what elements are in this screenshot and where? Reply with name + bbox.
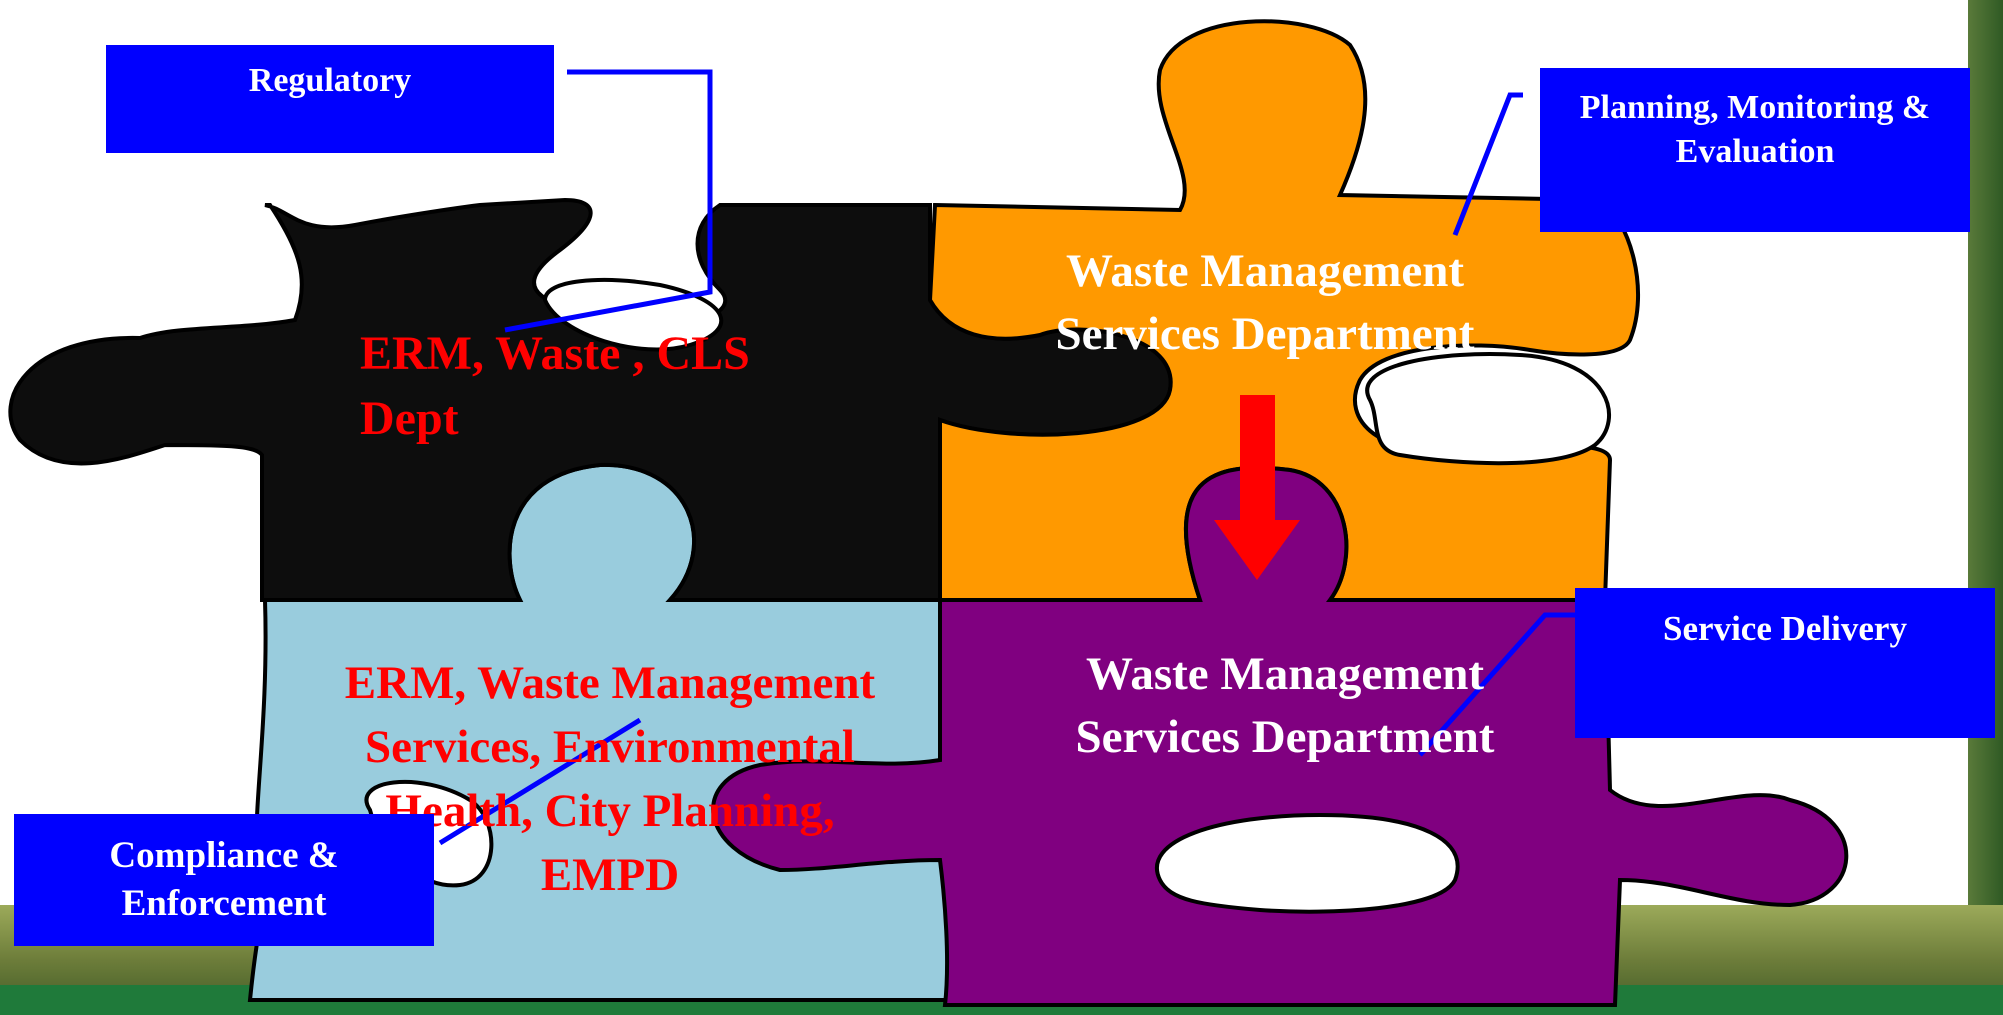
- planning-label-text: Planning, Monitoring & Evaluation: [1579, 89, 1931, 171]
- lightblue-piece-text: ERM, Waste Management Services, Environm…: [344, 657, 876, 901]
- black-piece-text: ERM, Waste , CLS Dept: [360, 327, 750, 445]
- service-delivery-label: Service Delivery: [1575, 588, 1995, 738]
- planning-label: Planning, Monitoring & Evaluation: [1540, 68, 1970, 232]
- red-down-arrow: [1214, 395, 1300, 580]
- service-delivery-label-text: Service Delivery: [1663, 609, 1907, 648]
- compliance-label: Compliance & Enforcement: [14, 814, 434, 946]
- service-delivery-leader-line: [1418, 612, 1575, 757]
- purple-puzzle-piece: [711, 465, 1849, 1007]
- regulatory-leader-line: [504, 69, 713, 333]
- compliance-label-text: Compliance & Enforcement: [109, 835, 339, 925]
- orange-piece-hole: [1365, 352, 1611, 466]
- purple-piece-text: Waste Management Services Department: [1075, 648, 1495, 764]
- planning-leader-line: [1452, 92, 1523, 236]
- right-photo-strip: [1968, 0, 2003, 1015]
- regulatory-label-text: Regulatory: [248, 62, 412, 99]
- compliance-leader-line: [438, 717, 642, 846]
- orange-piece-text: Waste Management Services Department: [1055, 245, 1475, 361]
- regulatory-label: Regulatory: [106, 45, 554, 153]
- purple-piece-hole: [1155, 812, 1460, 914]
